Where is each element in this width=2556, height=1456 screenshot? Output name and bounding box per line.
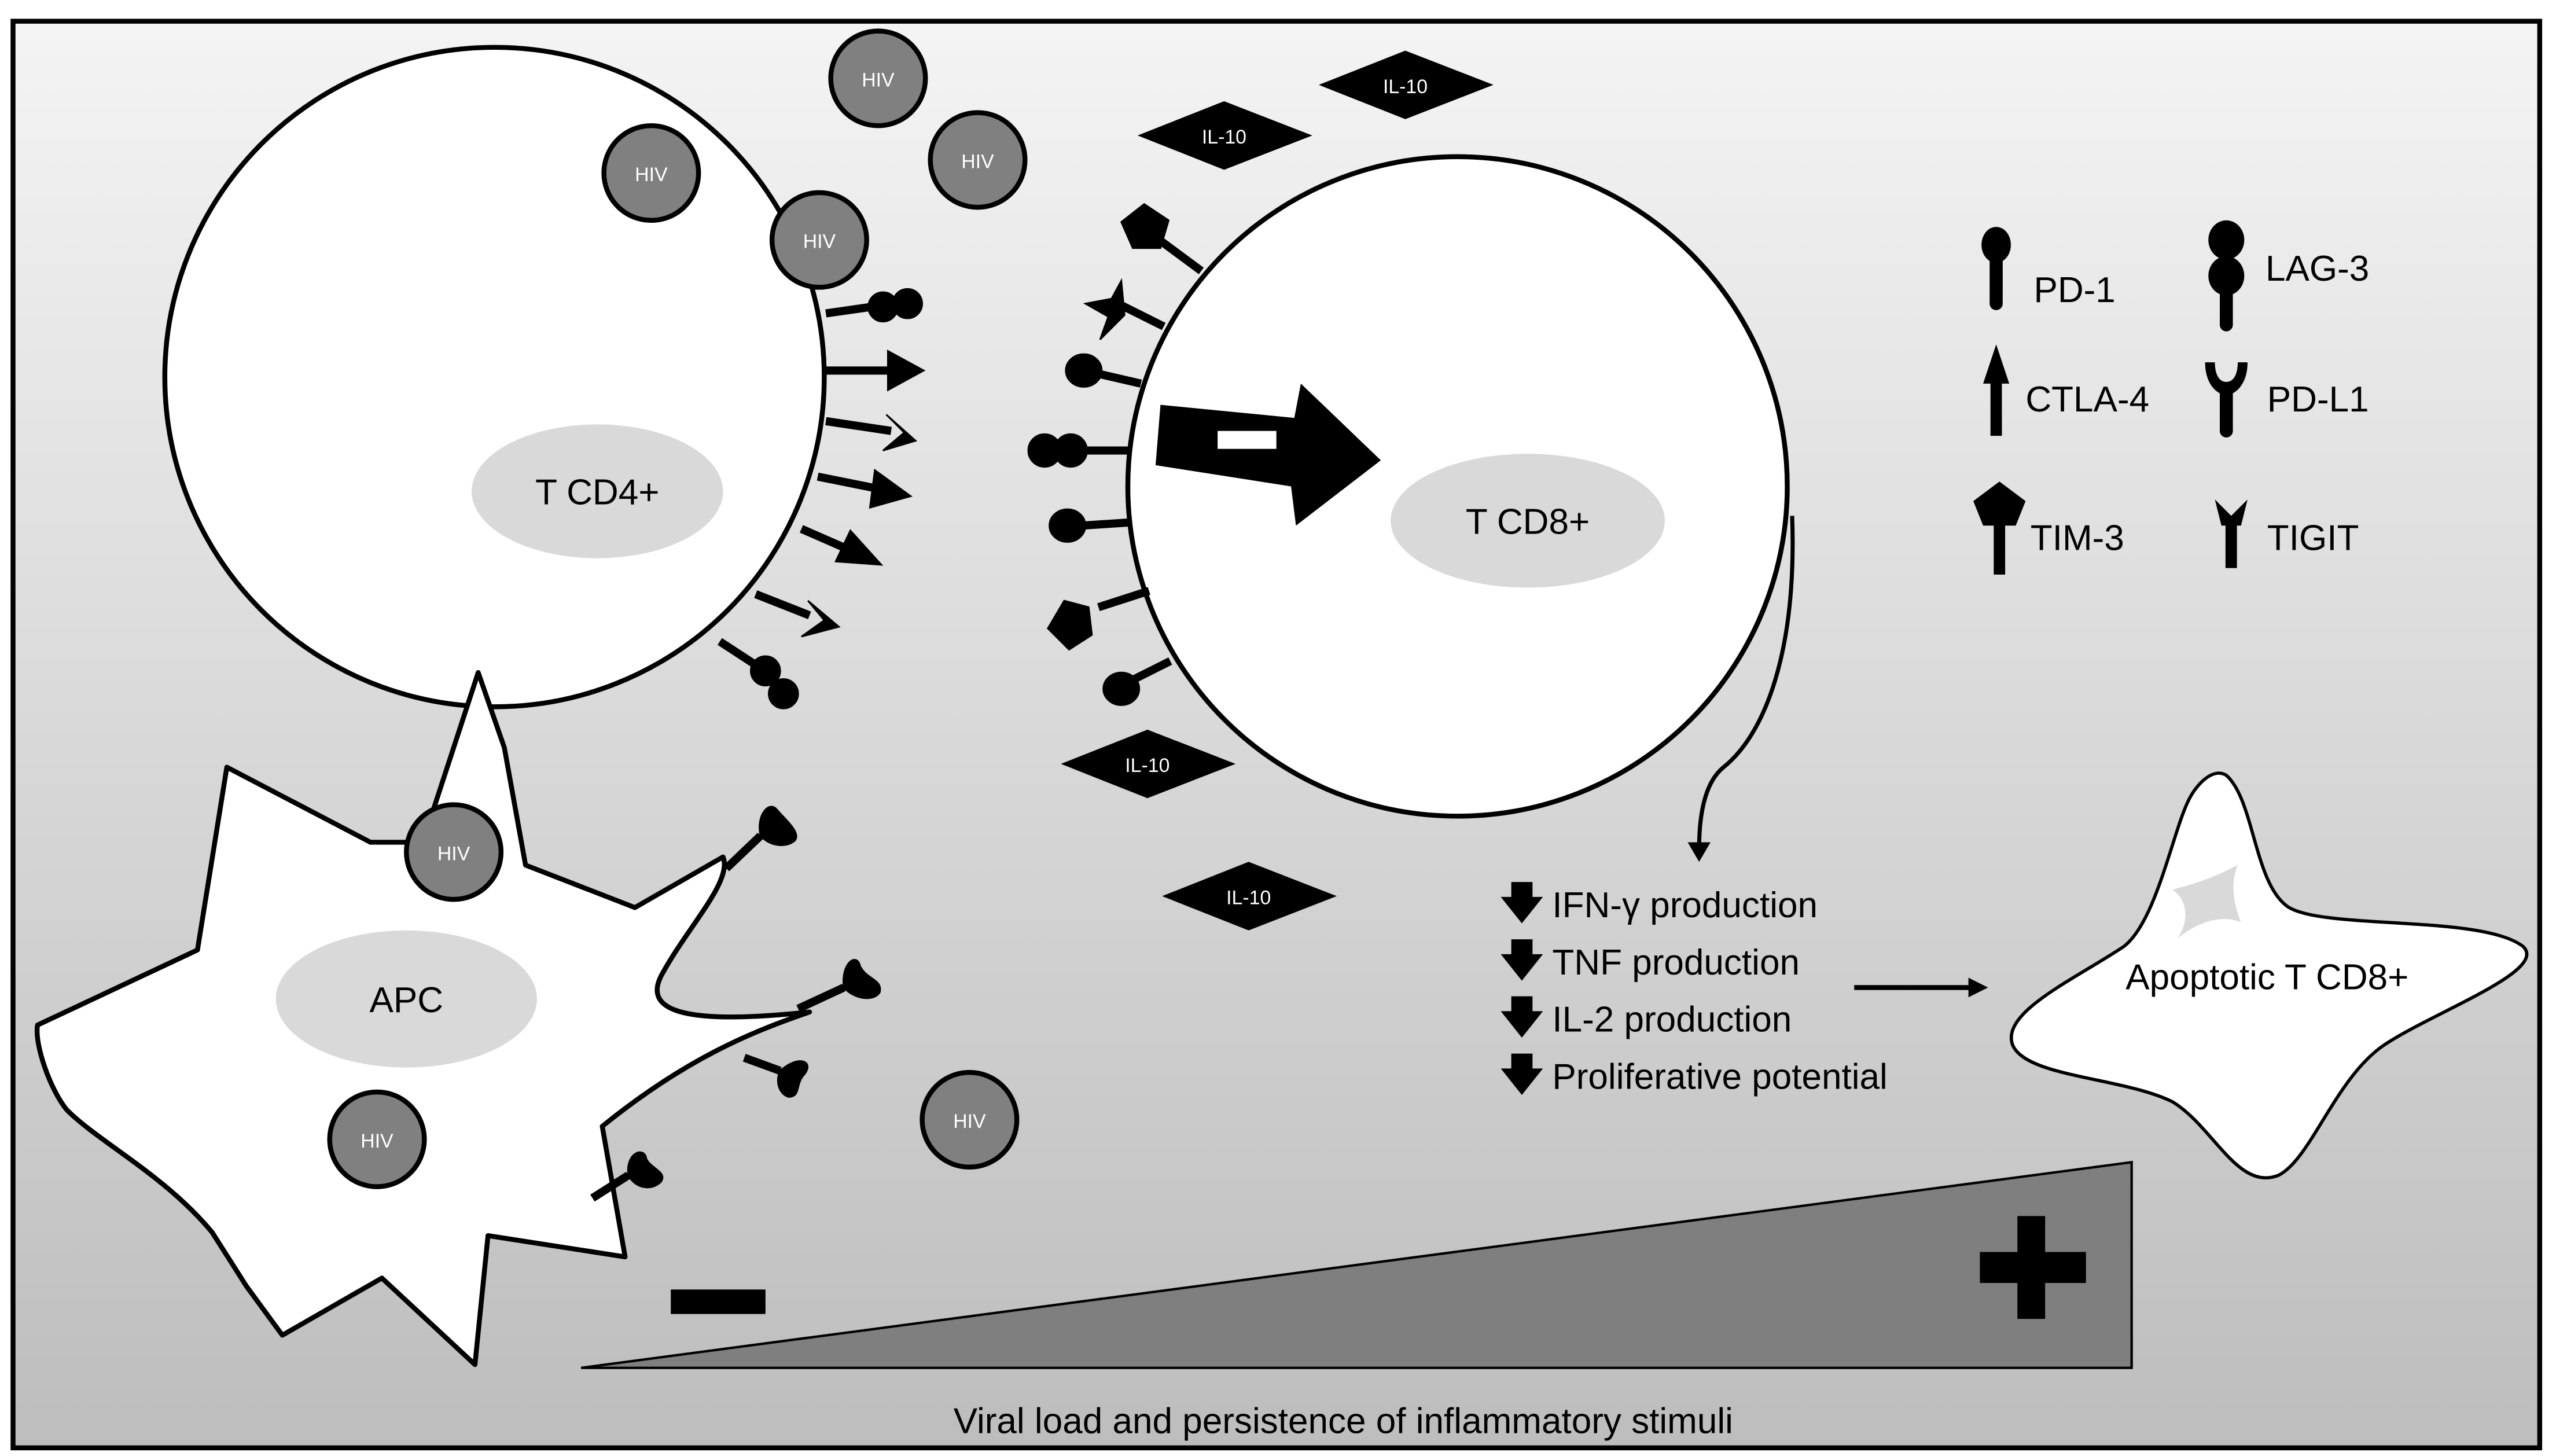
ctla4-icon bbox=[1983, 344, 2010, 436]
tim3-receptor bbox=[1120, 203, 1204, 274]
il10-cytokines: IL-10 IL-10 IL-10 IL-10 bbox=[1061, 50, 1494, 931]
hiv-particle: HIV bbox=[828, 28, 928, 128]
tigit-receptor bbox=[825, 414, 918, 451]
down-arrow-icon: 🡇 bbox=[1500, 1050, 1543, 1098]
cd8-label: T CD8+ bbox=[1466, 502, 1590, 542]
cd4-t-cell: T CD4+ bbox=[162, 45, 827, 709]
apoptotic-cd8-cell: Apoptotic T CD8+ bbox=[2010, 771, 2529, 1180]
apoptotic-core bbox=[2172, 865, 2241, 939]
il10-cytokine: IL-10 bbox=[1162, 862, 1337, 931]
svg-text:HIV: HIV bbox=[953, 1111, 986, 1133]
effect-item: 🡇 TNF production bbox=[1500, 936, 1800, 984]
svg-text:PD-L1: PD-L1 bbox=[2267, 380, 2369, 420]
svg-text:CTLA-4: CTLA-4 bbox=[2025, 380, 2149, 420]
plus-icon bbox=[1980, 1216, 2086, 1319]
svg-text:IL-10: IL-10 bbox=[1202, 126, 1246, 148]
svg-text:TIM-3: TIM-3 bbox=[2031, 519, 2124, 558]
hiv-particle: HIV bbox=[928, 110, 1028, 210]
gradient-scale: Viral load and persistence of inflammato… bbox=[580, 1160, 2133, 1442]
legend: PD-1 LAG-3 CTLA-4 PD-L1 bbox=[1973, 220, 2369, 575]
svg-text:HIV: HIV bbox=[361, 1130, 393, 1152]
svg-text:HIV: HIV bbox=[437, 843, 470, 865]
svg-text:Proliferative potential: Proliferative potential bbox=[1552, 1057, 1887, 1097]
svg-text:IL-10: IL-10 bbox=[1226, 887, 1271, 909]
tigit-receptor bbox=[754, 590, 841, 638]
cd8-surface-receptors bbox=[1027, 203, 1204, 706]
pdl1-ligand bbox=[723, 806, 797, 872]
svg-text:HIV: HIV bbox=[961, 151, 994, 173]
pdl1-ligand bbox=[796, 959, 881, 1013]
svg-text:IFN-γ production: IFN-γ production bbox=[1552, 885, 1818, 925]
minus-sign bbox=[1218, 431, 1277, 449]
pdl1-ligand bbox=[742, 1054, 808, 1098]
il10-cytokine: IL-10 bbox=[1137, 101, 1312, 170]
svg-text:HIV: HIV bbox=[803, 231, 836, 253]
il10-cytokine: IL-10 bbox=[1061, 729, 1236, 799]
tim3-icon bbox=[1973, 481, 2026, 575]
lag3-receptor bbox=[1027, 433, 1128, 468]
tim3-receptor bbox=[1047, 587, 1150, 651]
apoptosis-arrow bbox=[1854, 977, 1988, 998]
legend-item-tigit: TIGIT bbox=[2215, 499, 2359, 568]
svg-text:IL-10: IL-10 bbox=[1383, 76, 1428, 98]
down-arrow-icon: 🡇 bbox=[1500, 994, 1543, 1041]
effect-item: 🡇 Proliferative potential bbox=[1500, 1050, 1888, 1098]
svg-text:IL-10: IL-10 bbox=[1125, 755, 1169, 777]
svg-text:TIGIT: TIGIT bbox=[2267, 519, 2359, 558]
svg-text:LAG-3: LAG-3 bbox=[2266, 249, 2369, 289]
gradient-triangle bbox=[580, 1160, 2133, 1369]
svg-text:PD-1: PD-1 bbox=[2033, 270, 2115, 310]
pd1-receptor bbox=[1049, 508, 1132, 543]
lag3-receptor bbox=[717, 638, 799, 709]
svg-text:TNF production: TNF production bbox=[1552, 943, 1800, 983]
hiv-particle bbox=[327, 1089, 427, 1189]
hiv-particle: HIV bbox=[769, 190, 869, 290]
svg-text:IL-2 production: IL-2 production bbox=[1552, 1000, 1792, 1040]
tigit-receptor bbox=[1083, 278, 1166, 340]
down-arrow-icon: 🡇 bbox=[1500, 879, 1543, 926]
apc-pdl1-ligands bbox=[590, 806, 881, 1202]
pdl1-ligand bbox=[590, 1151, 664, 1202]
hiv-particle: HIV bbox=[601, 123, 701, 223]
down-arrow-icon: 🡇 bbox=[1500, 936, 1543, 984]
gradient-caption: Viral load and persistence of inflammato… bbox=[954, 1402, 1733, 1442]
legend-item-tim3: TIM-3 bbox=[1973, 481, 2124, 575]
pdl1-icon bbox=[2205, 362, 2248, 437]
hiv-particle bbox=[404, 802, 504, 902]
legend-item-pdl1: PD-L1 bbox=[2205, 362, 2369, 437]
pd1-icon bbox=[1981, 227, 2011, 263]
inhibitory-signal-arrow bbox=[1155, 383, 1381, 526]
svg-text:HIV: HIV bbox=[635, 164, 668, 186]
cd4-surface-receptors bbox=[717, 288, 926, 709]
legend-item-lag3: LAG-3 bbox=[2208, 220, 2369, 332]
tigit-icon bbox=[2215, 499, 2248, 568]
svg-text:HIV: HIV bbox=[862, 69, 895, 91]
ctla4-receptor bbox=[826, 350, 926, 392]
apc-label: APC bbox=[369, 980, 443, 1020]
legend-item-pd1: PD-1 bbox=[1981, 227, 2116, 310]
il10-cytokine: IL-10 bbox=[1319, 50, 1494, 119]
pd1-receptor bbox=[1102, 657, 1172, 706]
effect-item: 🡇 IFN-γ production bbox=[1500, 879, 1818, 926]
apoptotic-label: Apoptotic T CD8+ bbox=[2125, 957, 2408, 997]
antigen-presenting-cell: APC HIV HIV bbox=[34, 670, 812, 1367]
hiv-particle: HIV bbox=[920, 1069, 1020, 1170]
lag3-icon bbox=[2208, 220, 2245, 332]
ctla4-receptor bbox=[817, 468, 913, 509]
curved-arrow bbox=[1687, 516, 1795, 862]
lag3-receptor bbox=[825, 288, 924, 323]
legend-item-ctla4: CTLA-4 bbox=[1983, 344, 2149, 436]
minus-icon bbox=[671, 1289, 766, 1314]
pd1-receptor bbox=[1065, 353, 1142, 388]
cd8-t-cell: T CD8+ bbox=[1125, 154, 1790, 819]
ctla4-receptor bbox=[800, 525, 884, 566]
effector-function-list: 🡇 IFN-γ production 🡇 TNF production 🡇 IL… bbox=[1500, 879, 1888, 1098]
effect-item: 🡇 IL-2 production bbox=[1500, 994, 1792, 1041]
cd4-label: T CD4+ bbox=[535, 473, 659, 513]
hiv-particles: HIV HIV HIV HIV HIV bbox=[601, 28, 1028, 1170]
